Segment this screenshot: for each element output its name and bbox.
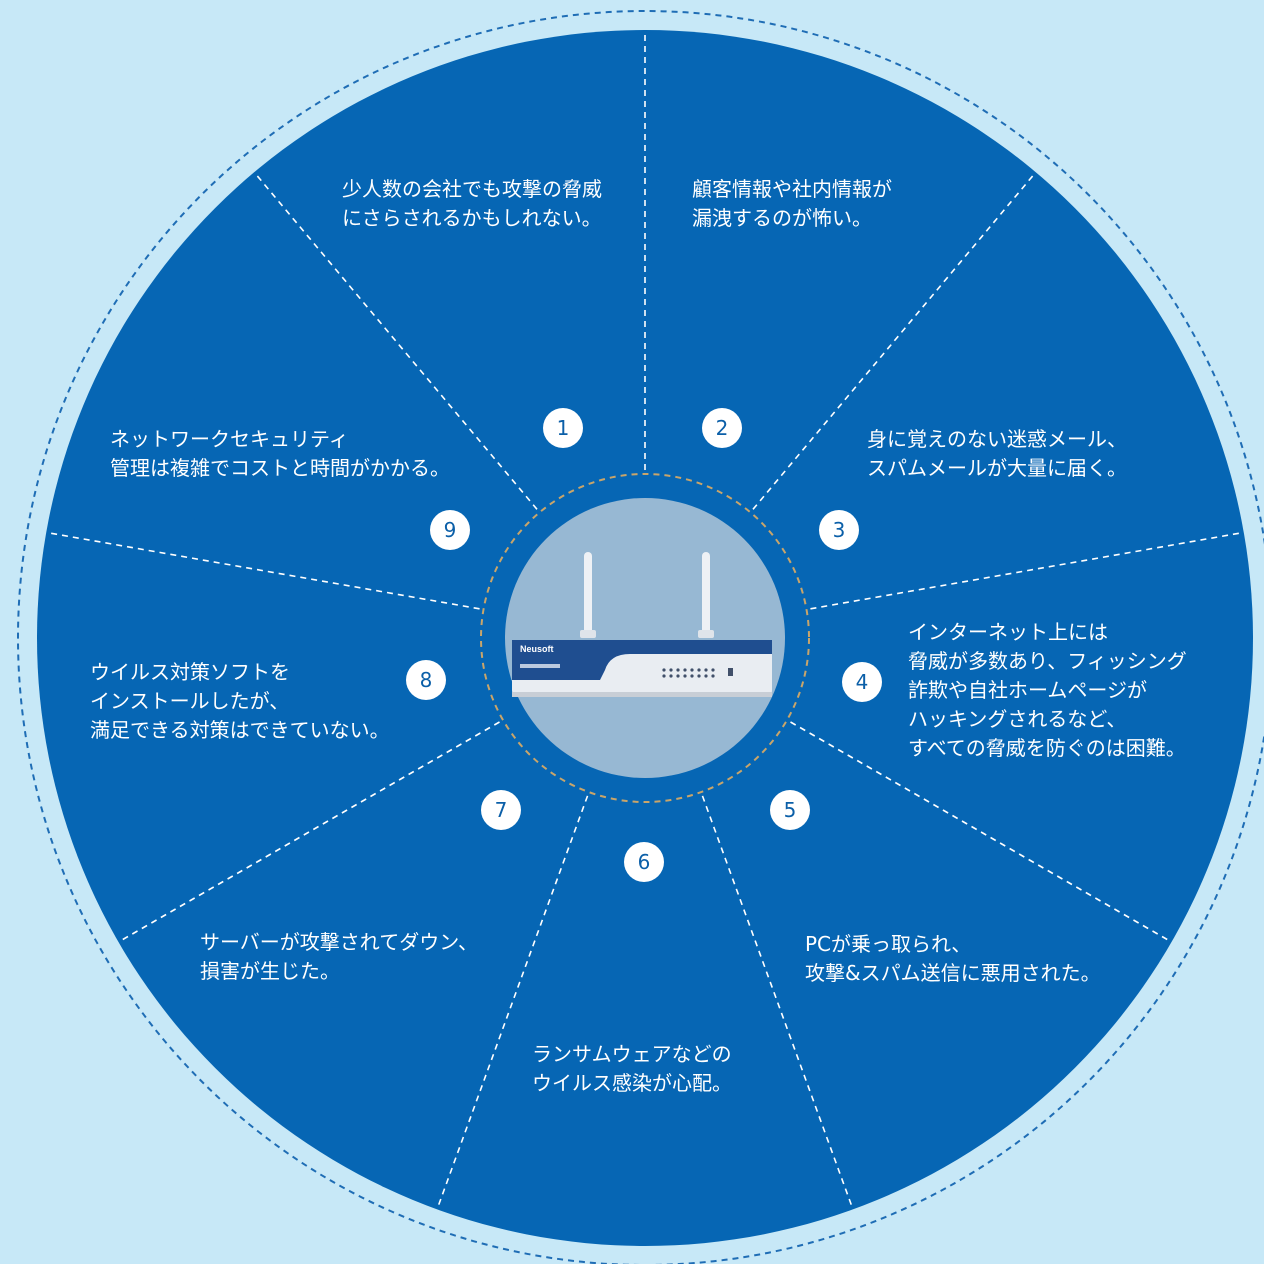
segment-8-line-2: インストールしたが、 (90, 689, 290, 713)
outer-dashed-ring (17, 10, 1264, 1264)
router-device-icon: Neusoft (512, 552, 772, 697)
segment-1-line-1: 少人数の会社でも攻撃の脅威 (342, 177, 602, 201)
segment-2-number-badge: 2 (702, 408, 742, 448)
segment-6-line-1: ランサムウェアなどの (532, 1042, 732, 1066)
segment-2-line-2: 漏洩するのが怖い。 (692, 206, 872, 230)
segment-9-text: ネットワークセキュリティ 管理は複雑でコストと時間がかかる。 (110, 425, 450, 483)
segment-6-line-2: ウイルス感染が心配。 (532, 1071, 732, 1095)
segment-4-line-2: 脅威が多数あり、フィッシング (908, 649, 1187, 673)
segment-4-line-5: すべての脅威を防ぐのは困難。 (908, 736, 1186, 760)
segment-6-number-badge: 6 (624, 842, 664, 882)
segment-2-text: 顧客情報や社内情報が 漏洩するのが怖い。 (692, 175, 892, 233)
segment-3-line-2: スパムメールが大量に届く。 (867, 456, 1127, 480)
segment-dividers (48, 32, 1242, 1208)
segment-3-number-badge: 3 (819, 510, 859, 550)
segment-2-line-1: 顧客情報や社内情報が (692, 177, 892, 201)
segment-9-number-badge: 9 (430, 510, 470, 550)
segment-divider-3 (810, 531, 1242, 610)
segment-3-line-1: 身に覚えのない迷惑メール、 (867, 427, 1127, 451)
hub-circle (505, 498, 785, 778)
segment-divider-4 (790, 721, 1171, 942)
segment-divider-9 (254, 173, 538, 510)
segment-7-line-1: サーバーが攻撃されてダウン、 (200, 930, 478, 954)
segment-1-text: 少人数の会社でも攻撃の脅威 にさらされるかもしれない。 (342, 175, 602, 233)
segment-divider-8 (48, 531, 480, 610)
segment-8-line-3: 満足できる対策はできていない。 (90, 718, 390, 742)
segment-4-text: インターネット上には 脅威が多数あり、フィッシング 詐欺や自社ホームページが ハ… (908, 618, 1187, 763)
segment-6-text: ランサムウェアなどの ウイルス感染が心配。 (532, 1040, 732, 1098)
segment-8-number-badge: 8 (406, 660, 446, 700)
segment-4-line-3: 詐欺や自社ホームページが (908, 678, 1147, 702)
segment-4-line-1: インターネット上には (908, 620, 1108, 644)
segment-7-text: サーバーが攻撃されてダウン、 損害が生じた。 (200, 928, 478, 986)
segment-8-line-1: ウイルス対策ソフトを (90, 660, 290, 684)
segment-8-text: ウイルス対策ソフトを インストールしたが、 満足できる対策はできていない。 (90, 658, 390, 745)
segment-1-number-badge: 1 (543, 408, 583, 448)
hub-accent-ring (480, 473, 810, 803)
segment-divider-5 (701, 795, 854, 1208)
segment-4-number-badge: 4 (842, 662, 882, 702)
segment-divider-2 (752, 173, 1036, 510)
segment-4-line-4: ハッキングされるなど、 (908, 707, 1127, 731)
segment-7-number-badge: 7 (481, 790, 521, 830)
segment-5-number-badge: 5 (770, 790, 810, 830)
segment-1-line-2: にさらされるかもしれない。 (342, 206, 602, 230)
segment-9-line-1: ネットワークセキュリティ (110, 427, 349, 451)
router-brand-label: Neusoft (520, 644, 554, 654)
segment-divider-6 (436, 795, 589, 1208)
segment-3-text: 身に覚えのない迷惑メール、 スパムメールが大量に届く。 (867, 425, 1127, 483)
segment-5-line-2: 攻撃&スパム送信に悪用された。 (805, 961, 1101, 985)
segment-5-text: PCが乗っ取られ、 攻撃&スパム送信に悪用された。 (805, 930, 1101, 988)
segment-7-line-2: 損害が生じた。 (200, 959, 340, 983)
segment-divider-7 (119, 721, 500, 942)
segment-9-line-2: 管理は複雑でコストと時間がかかる。 (110, 456, 450, 480)
segment-5-line-1: PCが乗っ取られ、 (805, 932, 972, 956)
